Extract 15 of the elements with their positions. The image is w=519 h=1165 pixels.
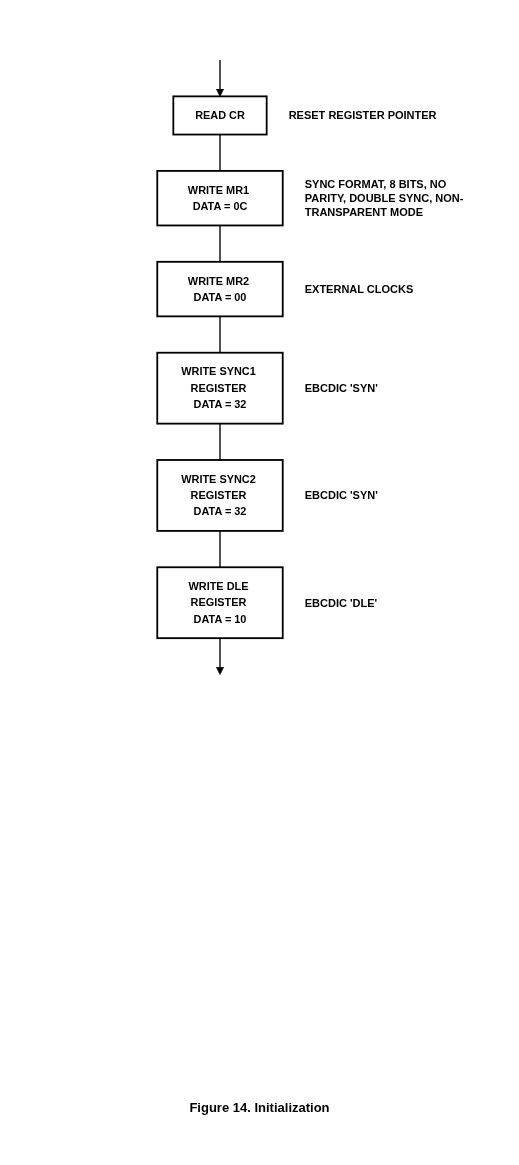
process-box: WRITE SYNC2 REGISTER DATA = 32 [156,459,284,532]
process-box: WRITE SYNC1 REGISTER DATA = 32 [156,351,284,425]
arrow [216,637,224,675]
process-box: WRITE DLE REGISTER DATA = 10 [156,566,284,640]
step-note: EXTERNAL CLOCKS [304,282,415,297]
process-box: READ CR [172,95,268,136]
figure-caption: Figure 14. Initialization [189,1100,330,1115]
process-box: WRITE MR1 DATA = 0C [156,170,284,227]
step-note: EBCDIC 'DLE' [304,595,379,610]
step-note: SYNC FORMAT, 8 BITS, NO PARITY, DOUBLE SYNC, NON-TRANSPARENT MODE [304,176,465,220]
step-note: RESET REGISTER POINTER [288,108,438,123]
step-note: EBCDIC 'SYN' [304,488,379,503]
arrow [216,59,224,97]
step-note: EBCDIC 'SYN' [304,381,379,396]
process-box: WRITE MR2 DATA = 00 [156,260,284,318]
